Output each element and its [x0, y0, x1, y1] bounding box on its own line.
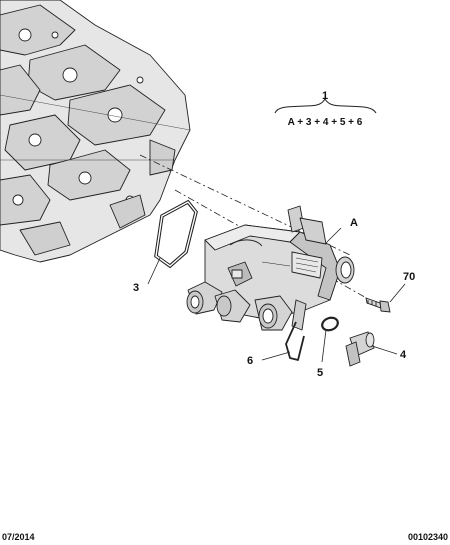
o-ring — [321, 316, 339, 332]
temperature-sensor — [345, 331, 375, 367]
callout-5: 5 — [317, 367, 323, 379]
cylinder-head — [0, 0, 191, 263]
thermostat-housing — [186, 205, 355, 331]
leader-lines — [147, 227, 406, 363]
bolt — [365, 297, 391, 313]
callout-a: A — [350, 217, 358, 229]
callout-70: 70 — [403, 271, 415, 283]
callout-3: 3 — [133, 282, 139, 294]
gasket — [154, 199, 198, 269]
footer-date: 07/2014 — [2, 532, 35, 542]
assembly-brace — [274, 98, 377, 114]
callout-4: 4 — [400, 349, 407, 361]
footer-reference: 00102340 — [407, 532, 448, 542]
callout-6: 6 — [247, 355, 253, 367]
assembly-number: 1 — [322, 90, 328, 102]
retaining-clip — [285, 321, 305, 361]
assembly-formula: A + 3 + 4 + 5 + 6 — [288, 117, 363, 128]
